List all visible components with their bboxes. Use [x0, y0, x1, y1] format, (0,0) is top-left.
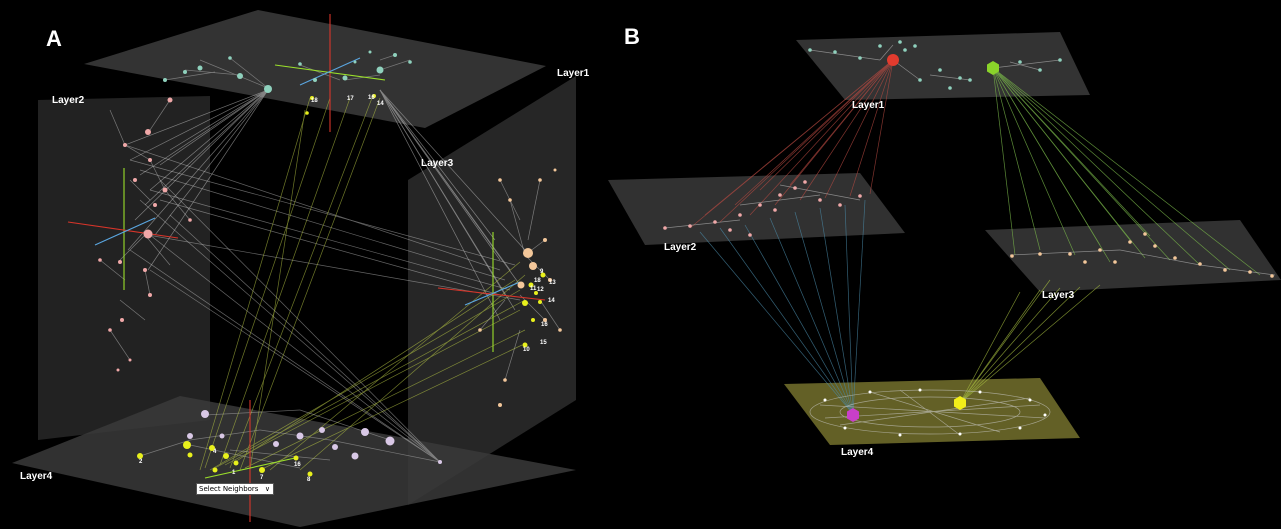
- chevron-down-icon: ∨: [264, 485, 270, 493]
- panel-b-layer1-plane: [796, 32, 1090, 100]
- edges-b-layer4-ring: [809, 389, 1051, 436]
- panel-b-layer2-label: Layer2: [664, 242, 697, 253]
- panel-a-letter: A: [46, 26, 62, 51]
- panel-a-edges: [99, 54, 561, 471]
- panel-a-layer3-label: Layer3: [421, 158, 454, 169]
- edges-l1-l2: [124, 89, 269, 271]
- l4-num-5: 2: [139, 459, 143, 465]
- l4-num-2: 7: [260, 475, 264, 481]
- edges-b-red: [689, 59, 894, 229]
- l3-num-0: 9: [540, 269, 544, 275]
- panel-b-layer2-nodes: [663, 180, 862, 237]
- l1-num-0: 18: [311, 98, 318, 104]
- panel-a-layer2-nodes: [98, 97, 192, 372]
- l4-num-1: 16: [294, 462, 301, 468]
- panel-b-magenta-hub: [847, 408, 859, 422]
- panel-a-layer3-plane: [408, 76, 576, 505]
- panel-a-layer1-yellow: [305, 94, 376, 115]
- l4-num-3: 8: [307, 477, 311, 483]
- l3-num-2: 18: [534, 278, 541, 284]
- edges-l2-l4: [129, 179, 441, 463]
- panel-a-layer4-yellow: [137, 441, 313, 477]
- panel-b-red-hub: [887, 54, 899, 66]
- panel-a-layer4-nodes: [187, 410, 442, 464]
- panel-a-layer1-label: Layer1: [557, 68, 590, 79]
- l4-num-4: 1: [232, 470, 236, 476]
- panel-b-layer3-plane: [985, 220, 1281, 292]
- panel-b-edges: [664, 44, 1276, 436]
- edges-l4-local: [139, 409, 441, 469]
- panel-a-layer4-label: Layer4: [20, 471, 53, 482]
- l3-num-1: 13: [549, 280, 556, 286]
- panel-b-layer4-nodes: [823, 388, 1047, 437]
- edges-b-yellow: [959, 279, 1101, 404]
- edges-l1-local: [164, 54, 411, 89]
- l3-num-6: 16: [541, 322, 548, 328]
- panel-a-layer1-plane: [84, 10, 546, 128]
- l3-num-4: 12: [537, 287, 544, 293]
- l1-num-1: 17: [347, 96, 354, 102]
- edges-b-local: [664, 44, 1276, 276]
- panel-a-layer4-plane: [12, 396, 576, 527]
- l1-num-2: 16: [368, 95, 375, 101]
- panel-b-letter: B: [624, 24, 640, 49]
- panel-b: B Layer1 Layer2 Layer3 Layer4: [608, 24, 1281, 458]
- panel-b-layer1-label: Layer1: [852, 100, 885, 111]
- panel-b-layer1-nodes: [808, 40, 1062, 90]
- panel-a-node-numbers: 18 17 16 14 9 13 18 11 12 14 16 15 10 4 …: [139, 95, 556, 483]
- panel-a-layer2-label: Layer2: [52, 95, 85, 106]
- l3-num-3: 11: [530, 286, 537, 292]
- select-neighbors-label: Select Neighbors: [199, 485, 259, 493]
- panel-b-layer3-label: Layer3: [1042, 290, 1075, 301]
- panel-a-layer3-yellow: [522, 272, 546, 348]
- edges-l2-l3: [124, 144, 521, 301]
- l3-num-5: 14: [548, 298, 555, 304]
- edges-l4-yellow: [199, 97, 526, 471]
- select-neighbors-dropdown[interactable]: Select Neighbors ∨: [196, 483, 274, 495]
- panel-b-layer2-plane: [608, 173, 905, 245]
- l1-num-3: 14: [377, 101, 384, 107]
- panel-b-layer3-nodes: [1010, 232, 1274, 278]
- l3-num-8: 10: [523, 347, 530, 353]
- l3-num-7: 15: [540, 340, 547, 346]
- panel-b-layer4-label: Layer4: [841, 447, 874, 458]
- edges-b-green: [992, 67, 1261, 276]
- panel-a: 18 17 16 14 9 13 18 11 12 14 16 15 10 4 …: [12, 10, 590, 527]
- panel-b-yellow-hub: [954, 396, 966, 410]
- panel-b-green-hub: [987, 61, 999, 75]
- panel-a-layer1-nodes: [163, 50, 412, 93]
- edges-b-blue: [699, 199, 866, 415]
- edges-l3-local: [479, 179, 561, 381]
- panel-a-layer3-nodes: [478, 168, 562, 407]
- panel-a-axes: [67, 14, 546, 522]
- l4-num-0: 4: [213, 449, 217, 455]
